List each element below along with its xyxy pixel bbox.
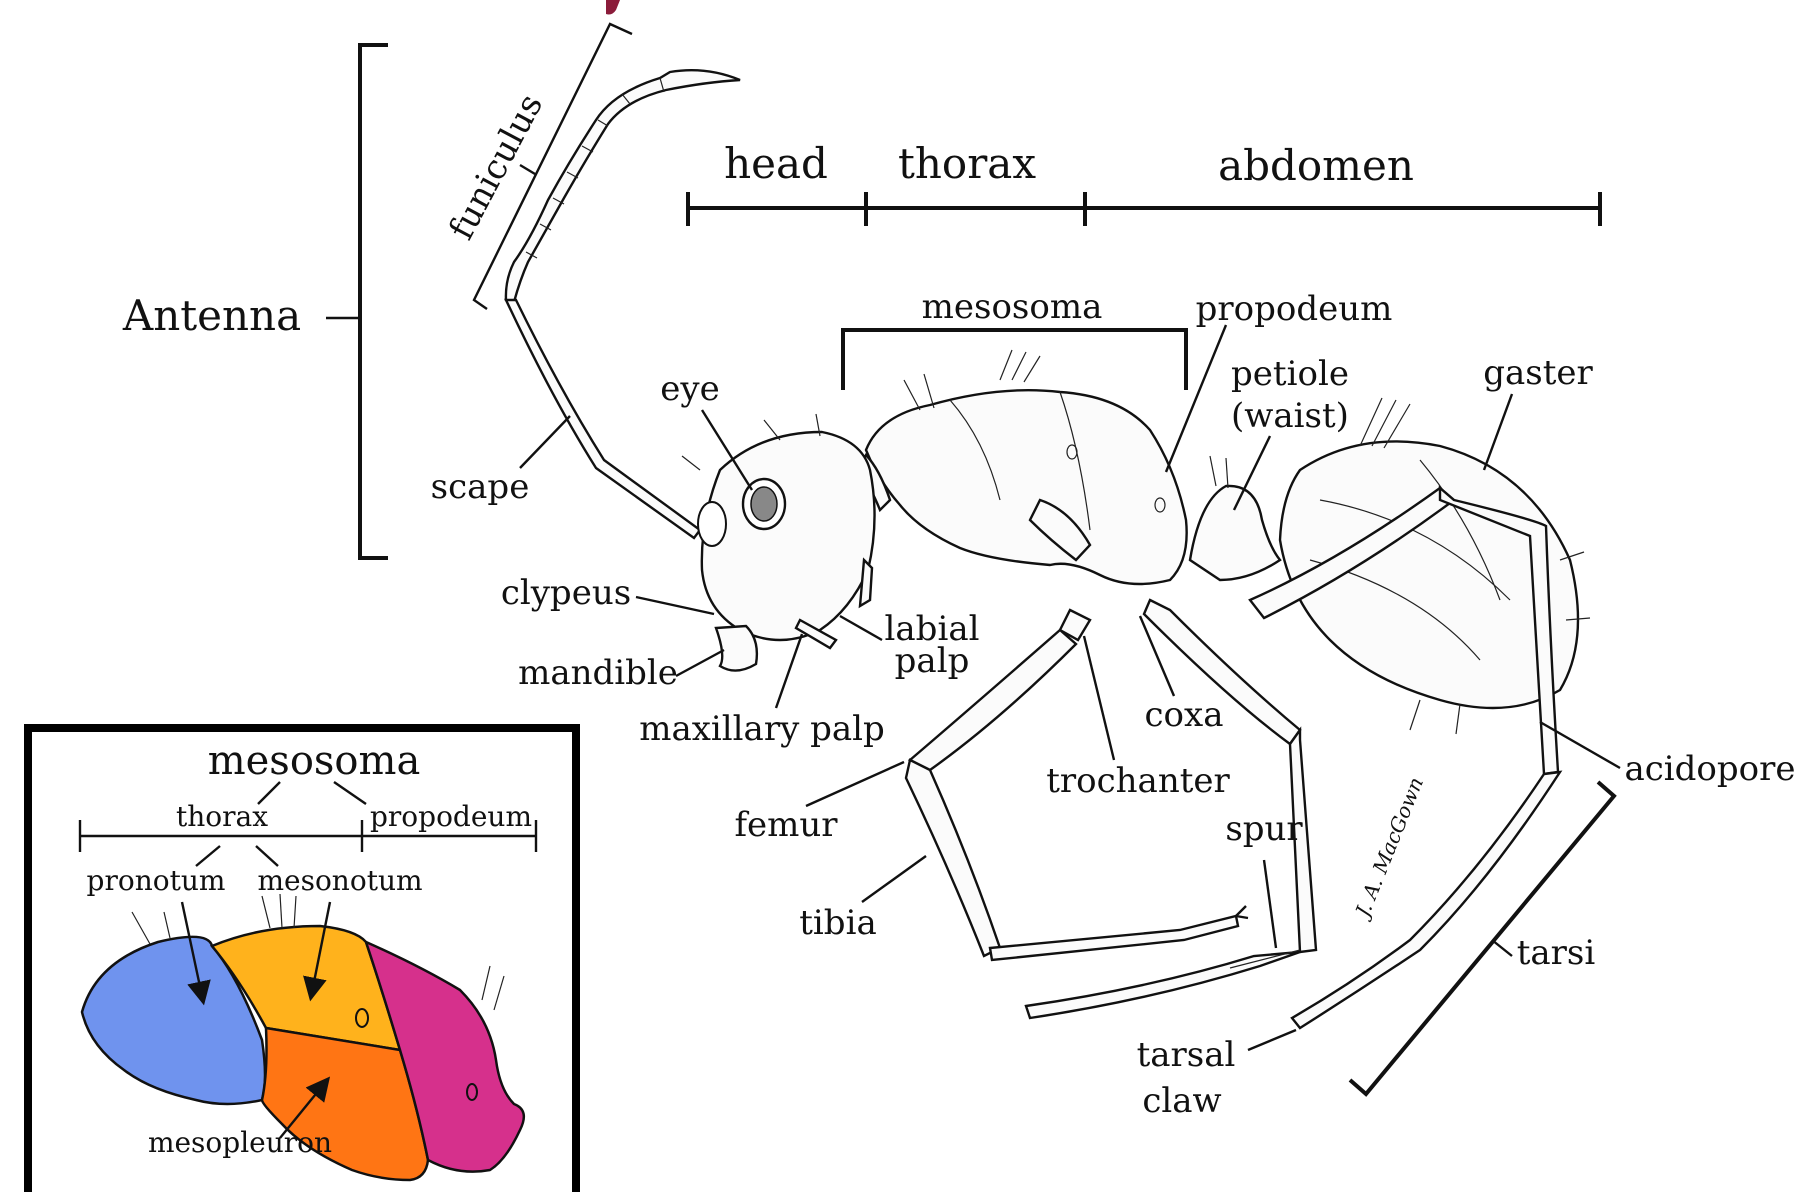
- maxillary-palp-leader: [776, 634, 802, 708]
- label-petiole: petiole: [1231, 354, 1349, 394]
- label-clypeus: clypeus: [501, 573, 631, 613]
- mesosoma-inset: mesosoma thorax propodeum pronotum meson…: [28, 728, 576, 1192]
- antenna-bracket-line: [360, 45, 388, 558]
- label-claw: claw: [1142, 1081, 1221, 1121]
- mesosoma-shape: [866, 390, 1187, 584]
- cropped-heading-mark: [606, 0, 620, 15]
- mesosoma-bracket-line: [843, 330, 1186, 390]
- inset-label-mesopleuron: mesopleuron: [148, 1126, 332, 1159]
- antenna-scape-shape: [506, 300, 700, 538]
- label-gaster: gaster: [1483, 353, 1593, 393]
- label-coxa: coxa: [1145, 695, 1224, 735]
- antenna-bracket: Antenna: [122, 45, 388, 558]
- ant-illustration: J. A. MacGown: [506, 70, 1590, 1028]
- scape-leader: [520, 416, 570, 468]
- label-abdomen: abdomen: [1218, 141, 1414, 190]
- tibia-leader: [862, 856, 926, 902]
- tarsal-claw-leader: [1248, 1030, 1296, 1050]
- inset-label-thorax: thorax: [176, 800, 268, 833]
- label-antenna: Antenna: [122, 291, 301, 340]
- spur-leader: [1264, 860, 1276, 948]
- artist-signature: J. A. MacGown: [1349, 774, 1428, 924]
- funiculus-bracket: funiculus: [441, 24, 632, 309]
- inset-label-mesonotum: mesonotum: [257, 864, 422, 897]
- funiculus-bracket-tick: [520, 165, 535, 174]
- inset-label-propodeum: propodeum: [370, 800, 532, 833]
- inset-title: mesosoma: [208, 738, 421, 784]
- label-thorax: thorax: [898, 139, 1036, 188]
- label-maxillary-palp: maxillary palp: [639, 709, 885, 749]
- front-tarsal-claw: [1236, 906, 1248, 918]
- front-tibia-shape: [906, 760, 1000, 956]
- label-eye: eye: [660, 369, 719, 409]
- propodeum-leader: [1166, 325, 1226, 472]
- middle-tarsus-shape: [1026, 952, 1300, 1018]
- compound-eye-inner: [751, 487, 777, 521]
- label-spur: spur: [1225, 809, 1303, 849]
- label-funiculus: funiculus: [441, 88, 551, 247]
- antennal-socket: [698, 502, 726, 546]
- label-trochanter: trochanter: [1046, 761, 1230, 801]
- tarsi-bracket-tick: [1492, 940, 1512, 956]
- head-shape: [702, 432, 875, 640]
- label-scape: scape: [431, 467, 530, 507]
- label-waist: (waist): [1231, 396, 1349, 436]
- hind-tarsus-shape: [1292, 772, 1560, 1028]
- label-tarsal: tarsal: [1137, 1035, 1236, 1075]
- femur-leader: [806, 762, 904, 806]
- label-tibia: tibia: [799, 903, 876, 943]
- body-division-scale: head thorax abdomen: [688, 139, 1600, 226]
- petiole-shape: [1190, 486, 1280, 580]
- gaster-leader: [1484, 394, 1512, 470]
- labial-palp-leader: [840, 616, 882, 640]
- label-acidopore: acidopore: [1624, 749, 1795, 789]
- label-propodeum: propodeum: [1196, 289, 1393, 329]
- label-palp: palp: [895, 641, 970, 681]
- label-tarsi: tarsi: [1517, 933, 1596, 973]
- label-mesosoma: mesosoma: [922, 287, 1103, 327]
- label-mandible: mandible: [518, 653, 678, 693]
- front-tarsus-shape: [990, 916, 1238, 960]
- inset-label-pronotum: pronotum: [87, 864, 226, 897]
- trochanter-leader: [1084, 636, 1114, 760]
- mandible-shape: [716, 626, 757, 671]
- label-head: head: [724, 139, 828, 188]
- mandible-leader: [676, 650, 724, 676]
- label-femur: femur: [734, 805, 838, 845]
- clypeus-leader: [636, 597, 714, 614]
